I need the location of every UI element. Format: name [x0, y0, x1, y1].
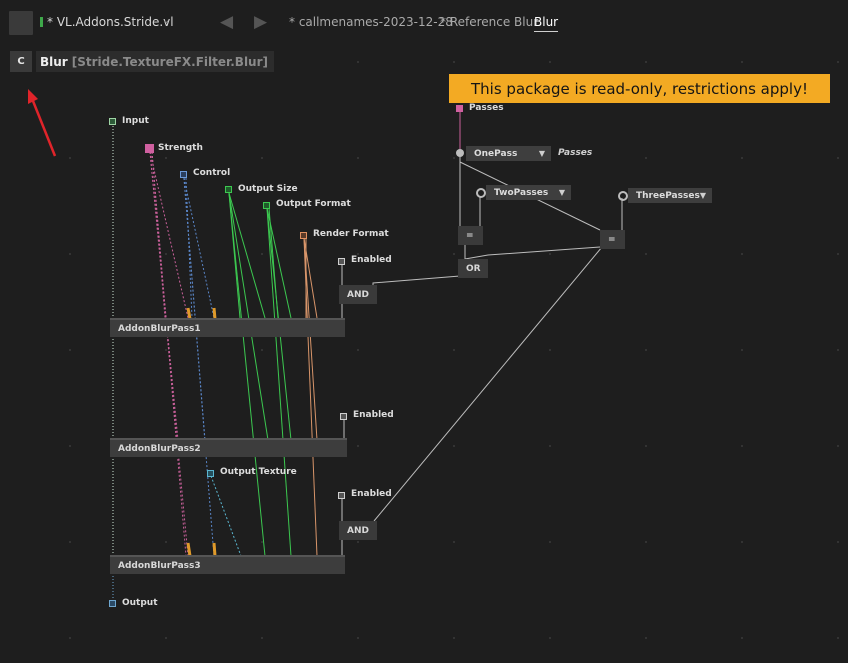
- chevron-down-icon: ▼: [699, 191, 706, 200]
- chevron-down-icon[interactable]: ⌄: [162, 15, 171, 26]
- output-size-pin-label: Output Size: [238, 184, 298, 194]
- output-pin-label: Output: [122, 598, 158, 608]
- passes-pin[interactable]: [456, 105, 463, 112]
- and-node-2[interactable]: AND: [339, 521, 377, 540]
- twopasses-input-dot[interactable]: [476, 188, 486, 198]
- input-pin-label: Input: [122, 116, 149, 126]
- menu-button[interactable]: [9, 11, 33, 35]
- twopasses-value: TwoPasses: [494, 187, 549, 198]
- document-title[interactable]: * VL.Addons.Stride.vl: [47, 15, 174, 29]
- enabled-pin-3[interactable]: [338, 492, 345, 499]
- breadcrumb-name: Blur: [40, 54, 68, 69]
- enabled-pin-1-label: Enabled: [351, 255, 392, 265]
- chevron-down-icon: ▼: [558, 188, 565, 197]
- equals-node-1[interactable]: =: [458, 226, 483, 245]
- onepass-dropdown[interactable]: OnePass ▼: [466, 146, 551, 161]
- strength-pin-label: Strength: [158, 143, 203, 153]
- control-pin-label: Control: [193, 168, 231, 178]
- forward-arrow-icon[interactable]: ▶: [254, 12, 268, 32]
- chevron-down-icon: ▼: [538, 149, 545, 158]
- enabled-pin-3-label: Enabled: [351, 489, 392, 499]
- threepasses-input-dot[interactable]: [618, 191, 628, 201]
- and-node-1[interactable]: AND: [339, 285, 377, 304]
- back-arrow-icon[interactable]: ◀: [220, 12, 234, 32]
- render-format-pin-label: Render Format: [313, 229, 389, 239]
- twopasses-dropdown[interactable]: TwoPasses ▼: [486, 185, 571, 200]
- enabled-pin-2-label: Enabled: [353, 410, 394, 420]
- or-node[interactable]: OR: [458, 259, 488, 278]
- breadcrumb[interactable]: Blur [Stride.TextureFX.Filter.Blur]: [36, 51, 274, 72]
- passes-type-label: Passes: [558, 148, 593, 158]
- output-format-pin-label: Output Format: [276, 199, 351, 209]
- tab-blur[interactable]: Blur: [534, 15, 559, 32]
- enabled-pin-2[interactable]: [340, 413, 347, 420]
- threepasses-dropdown[interactable]: ThreePasses ▼: [628, 188, 712, 203]
- addon-blur-pass3-node[interactable]: AddonBlurPass3: [110, 555, 345, 574]
- addon-blur-pass2-node[interactable]: AddonBlurPass2: [110, 438, 347, 457]
- modified-marker: [40, 17, 43, 27]
- strength-pin[interactable]: [145, 144, 154, 153]
- input-pin[interactable]: [109, 118, 116, 125]
- tab-callmenames[interactable]: * callmenames-2023-12-28: [289, 15, 453, 29]
- addon-blur-pass1-node[interactable]: AddonBlurPass1: [110, 318, 345, 337]
- passes-pin-label: Passes: [469, 103, 504, 113]
- equals-node-2[interactable]: =: [600, 230, 625, 249]
- tab-reference-blur[interactable]: * Reference Blur: [440, 15, 539, 29]
- output-texture-pin[interactable]: [207, 470, 214, 477]
- control-pin[interactable]: [180, 171, 187, 178]
- onepass-value: OnePass: [474, 148, 518, 159]
- output-texture-pin-label: Output Texture: [220, 467, 297, 477]
- read-only-warning: This package is read-only, restrictions …: [449, 74, 830, 103]
- render-format-pin[interactable]: [300, 232, 307, 239]
- annotation-arrow-icon: [28, 89, 57, 157]
- onepass-input-dot[interactable]: [456, 149, 464, 157]
- enabled-pin-1[interactable]: [338, 258, 345, 265]
- output-pin[interactable]: [109, 600, 116, 607]
- output-size-pin[interactable]: [225, 186, 232, 193]
- output-format-pin[interactable]: [263, 202, 270, 209]
- breadcrumb-full-name: [Stride.TextureFX.Filter.Blur]: [71, 54, 268, 69]
- class-type-button[interactable]: C: [10, 51, 32, 72]
- threepasses-value: ThreePasses: [636, 190, 700, 201]
